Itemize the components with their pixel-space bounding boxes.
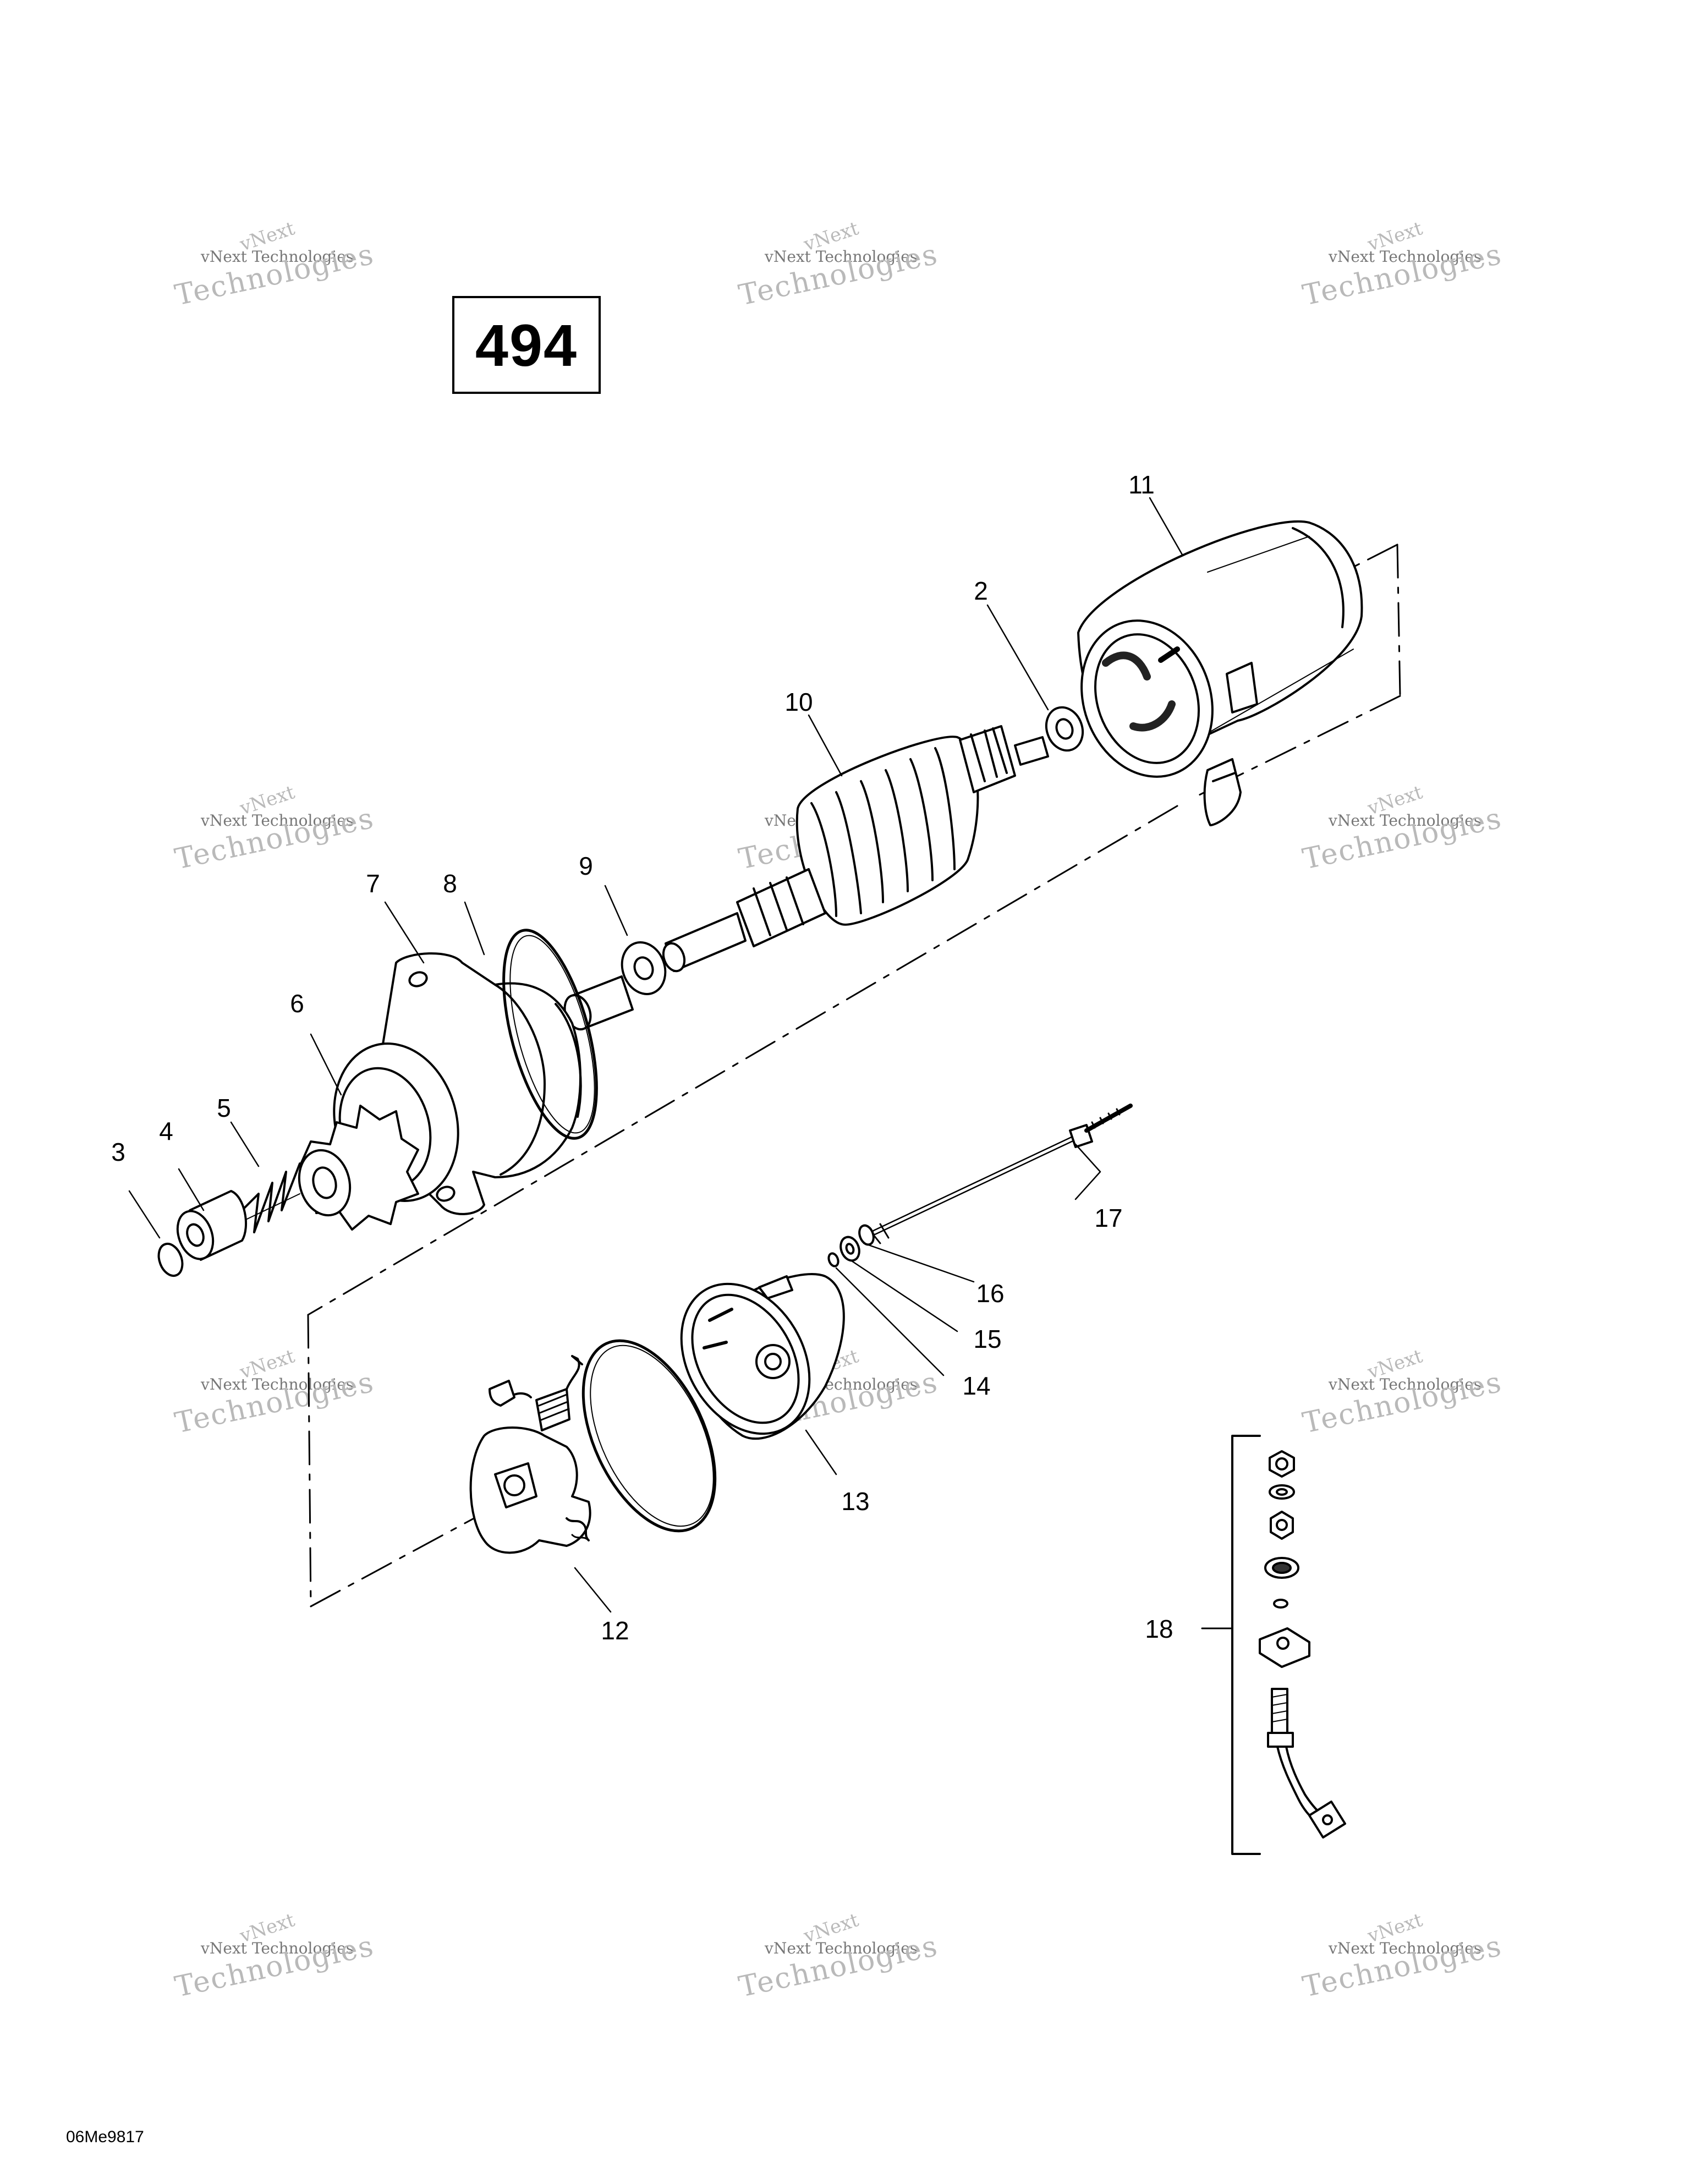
- callout-10: 10: [784, 688, 813, 716]
- callout-12: 12: [601, 1616, 629, 1645]
- through-bolt-part: [868, 1104, 1133, 1244]
- brush-lead-part: [1203, 758, 1242, 826]
- retaining-ring-part: [157, 1242, 184, 1277]
- drawing-code: 06Me9817: [66, 2128, 144, 2146]
- brush-spring-part: [535, 1355, 583, 1431]
- pinion-gear-part: [298, 1105, 419, 1231]
- callout-5: 5: [217, 1094, 231, 1122]
- spring-part: [236, 1162, 301, 1233]
- armature-part: [662, 725, 1049, 973]
- callout-8: 8: [443, 869, 457, 898]
- washer-part-2: [1045, 706, 1084, 752]
- callout-9: 9: [579, 852, 593, 880]
- terminal-hardware-group: [1201, 1435, 1346, 1855]
- callout-18: 18: [1145, 1615, 1173, 1643]
- callout-16: 16: [976, 1279, 1004, 1308]
- brush-part: [489, 1380, 532, 1407]
- page-number-box: 494: [452, 296, 601, 394]
- callout-7: 7: [366, 869, 380, 898]
- page-number: 494: [475, 311, 578, 378]
- washer-part-15: [839, 1236, 860, 1262]
- stator-housing-part: [1077, 520, 1363, 778]
- callout-15: 15: [973, 1325, 1001, 1353]
- callout-4: 4: [159, 1117, 173, 1145]
- washer-part-9: [621, 941, 667, 995]
- brush-holder-part: [469, 1426, 591, 1554]
- callout-11: 11: [1128, 470, 1155, 499]
- callout-leaders: [128, 497, 1184, 1613]
- end-cover-part: [680, 1273, 845, 1440]
- callout-3: 3: [111, 1138, 125, 1166]
- washer-part-16: [858, 1224, 875, 1246]
- callout-14: 14: [962, 1371, 990, 1400]
- o-ring-part-8: [502, 929, 598, 1140]
- callout-13: 13: [841, 1487, 869, 1516]
- callout-2: 2: [974, 577, 988, 605]
- o-ring-end-cover: [581, 1339, 717, 1533]
- callout-17: 17: [1094, 1204, 1122, 1232]
- washer-part-14: [827, 1252, 839, 1267]
- callout-6: 6: [290, 989, 304, 1018]
- stop-collar-part: [176, 1190, 247, 1261]
- callout-labels: 2 3 4 5 6 7 8 9 10 11 12 13 14 15 16 17 …: [111, 470, 1173, 1645]
